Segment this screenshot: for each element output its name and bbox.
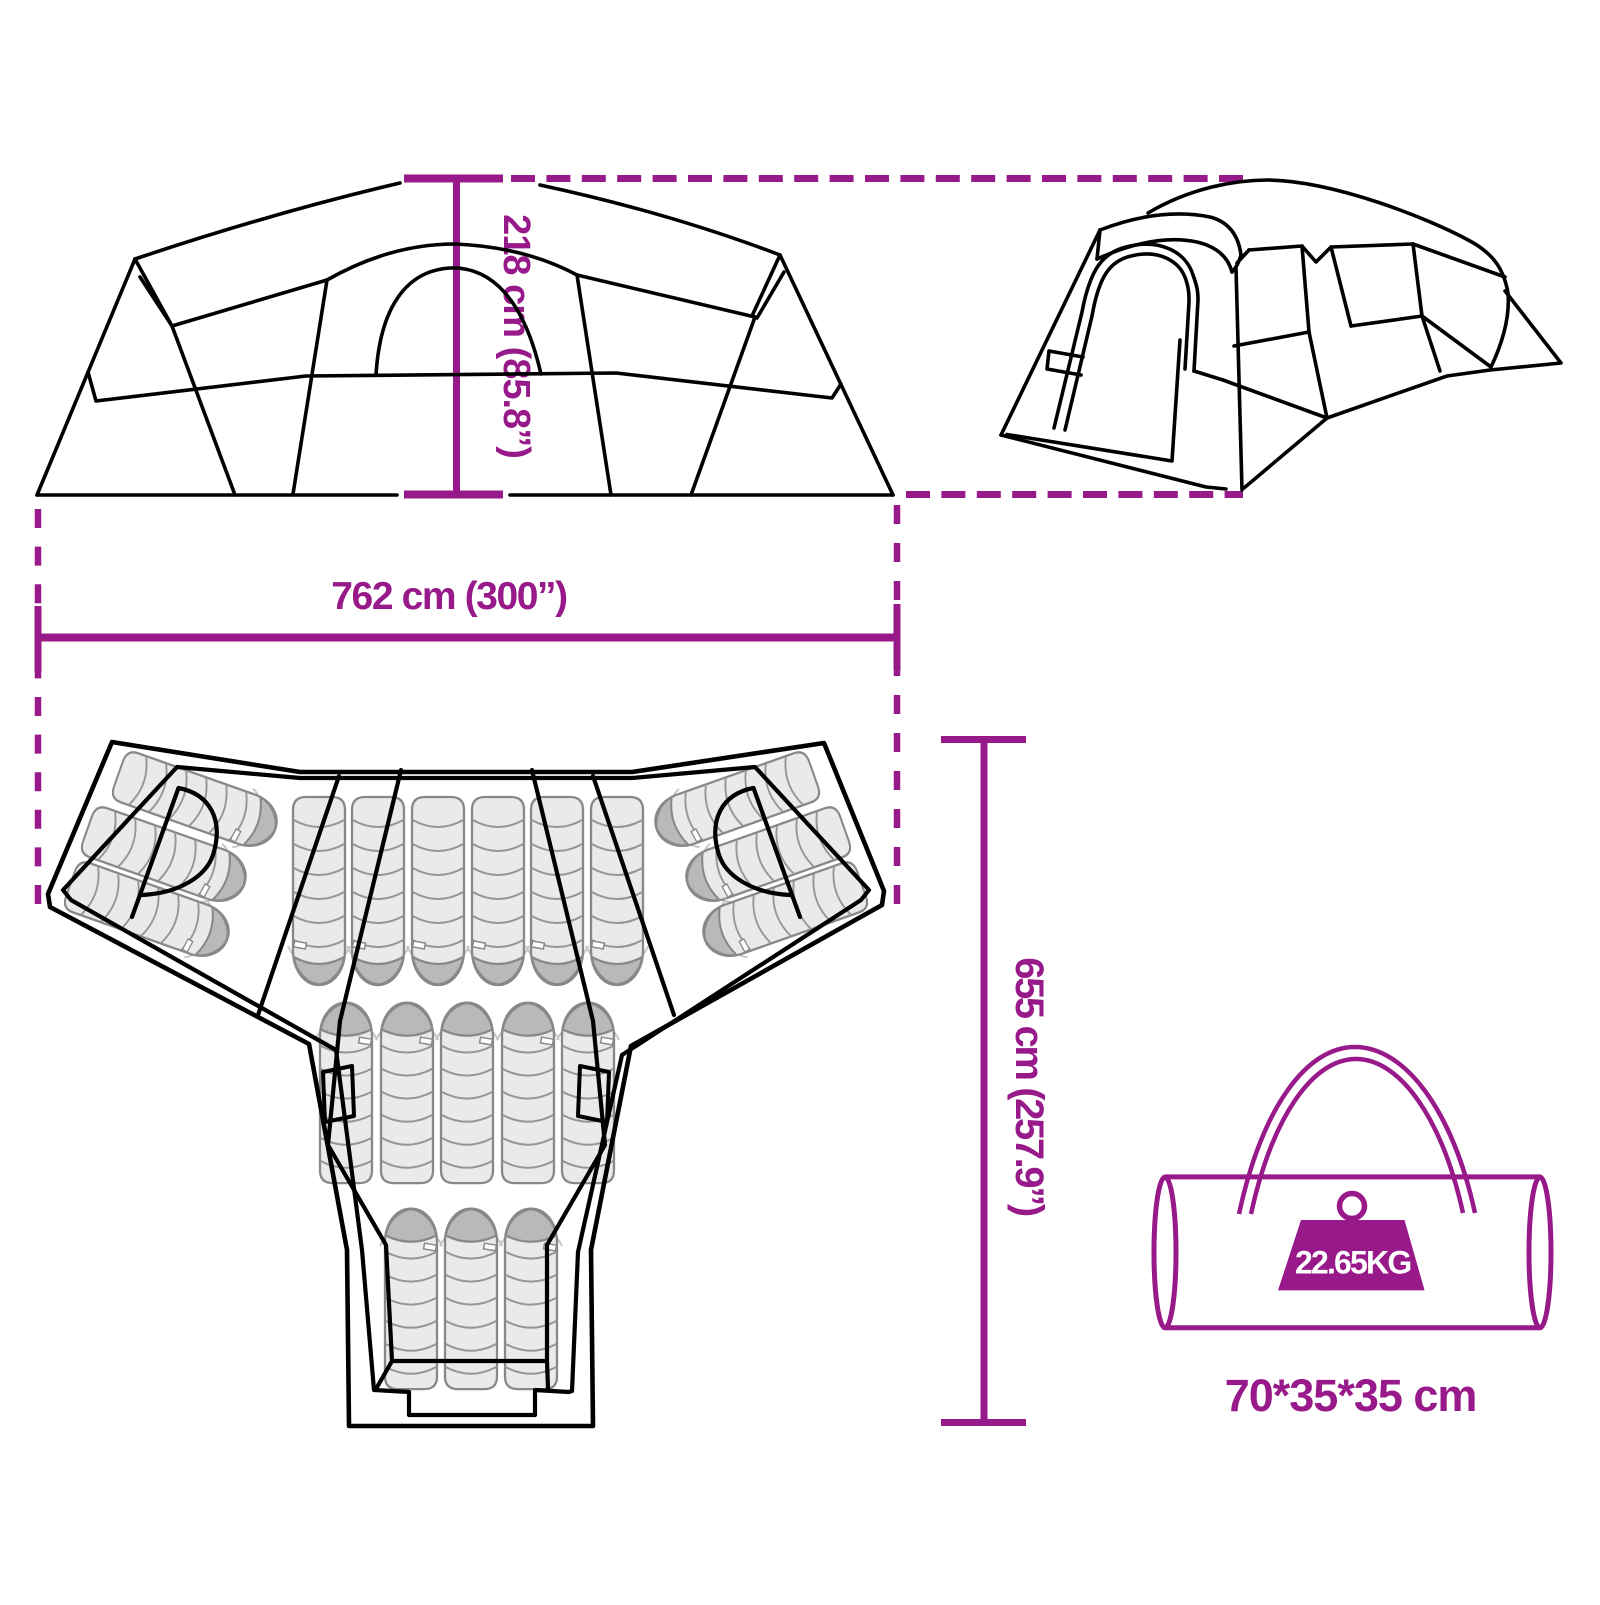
svg-text:762 cm (300”): 762 cm (300”) [331,575,567,618]
svg-text:655 cm (257.9”): 655 cm (257.9”) [1007,957,1051,1216]
svg-text:70*35*35 cm: 70*35*35 cm [1225,1370,1477,1421]
svg-text:22.65KG: 22.65KG [1295,1245,1410,1281]
